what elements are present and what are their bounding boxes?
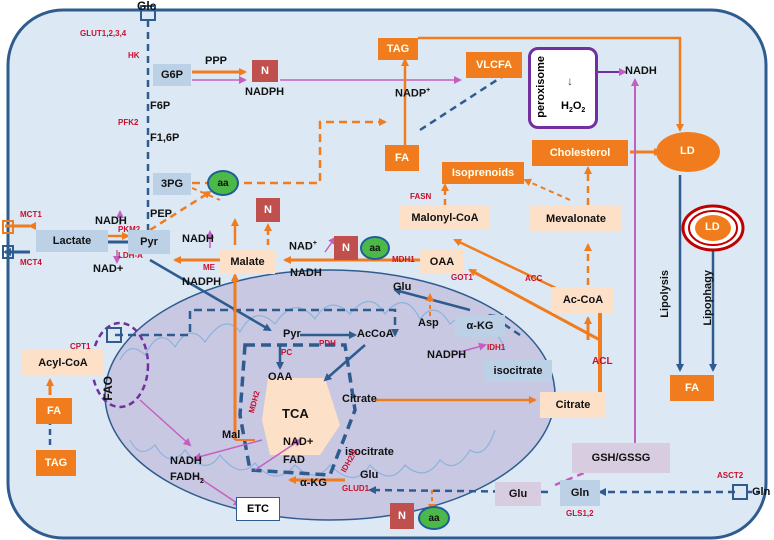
nadh-mito-label: NADH [170,455,202,467]
nadh-mdh1-label: NADH [290,267,322,279]
hk-enzyme: HK [128,51,140,60]
nad-plus-mdh1-label: NAD+ [289,240,317,253]
isocitrate-mito-label: isocitrate [345,446,394,458]
lipolysis-label: Lipolysis [659,270,671,318]
fa-mid-node: FA [385,145,419,171]
fasn-enzyme: FASN [410,192,432,201]
got1-enzyme: GOT1 [451,273,473,282]
vlcfa-node: VLCFA [466,52,522,78]
glut-transporter [140,5,156,21]
n-node-oaa: N [334,236,358,260]
oaa-node: OAA [420,250,464,274]
accoa-cyto-node: Ac-CoA [552,287,614,313]
pyr-mito-label: Pyr [283,328,301,340]
cpt1-transporter [106,327,122,343]
ldha-enzyme: LDH-A [118,251,143,260]
nadh-me-label: NADH [182,233,214,245]
mdh1-enzyme: MDH1 [392,255,415,264]
malate-node: Malate [220,250,275,274]
pep-label: PEP [150,208,173,220]
mct1-enzyme: MCT1 [20,210,42,219]
isocitrate-cyto-node: isocitrate [484,360,552,382]
peroxisome-box: peroxisome ↓ H2O2 [528,47,598,129]
oaa-mito-label: OAA [268,371,293,383]
nadh-top-label: NADH [625,65,657,77]
fa-right-node: FA [670,375,714,401]
nadh-ldh-label: NADH [95,215,127,227]
h2o2-label: H2O2 [561,100,586,115]
aa-node-oaa: aa [360,236,390,260]
akg-cyto-node: α-KG [455,315,505,337]
fa-left-node: FA [36,398,72,424]
asp-label: Asp [418,317,439,329]
nadp-plus-label: NADP+ [395,87,431,100]
n-node: N [252,60,278,82]
aa-node-bottom: aa [418,506,450,530]
gsh-gssg-node: GSH/GSSG [572,443,670,473]
mct4-enzyme: MCT4 [20,258,42,267]
citrate-mito-label: Citrate [342,393,377,405]
nadph-idh1-label: NADPH [427,349,467,361]
pkm2-enzyme: PKM2 [118,226,140,234]
mct-transporter [2,220,14,234]
g6p-node: G6P [153,64,191,86]
f16p-label: F1,6P [150,132,180,144]
akg-mito-label: α-KG [300,477,327,489]
ppp-label: PPP [205,55,228,67]
fao-label: FAO [101,376,115,401]
gln-out-label: Gln [752,486,771,498]
gln-node: Gln [560,480,600,506]
fadh2-label: FADH2 [170,471,204,486]
acyl-coa-node: Acyl-CoA [22,350,104,376]
nad-plus-ldh-label: NAD+ [93,263,124,275]
peroxisome-label: peroxisome [535,56,547,118]
accoa-mito-label: AcCoA [357,328,394,340]
glc-label: Glc [137,0,157,13]
etc-node: ETC [236,497,280,521]
nadph-ppp-label: NADPH [245,86,285,98]
nadph-me-label: NADPH [182,276,222,288]
acl-enzyme: ACL [592,356,613,367]
n-node-bottom: N [390,503,414,529]
pfk2-enzyme: PFK2 [118,118,139,127]
f6p-label: F6P [150,100,171,112]
mal-label: Mal [222,429,241,441]
pyr-node: Pyr [128,230,170,254]
malonyl-coa-node: Malonyl-CoA [400,206,490,230]
idh1-enzyme: IDH1 [487,343,506,352]
me-enzyme: ME [203,263,215,272]
3pg-node: 3PG [153,173,191,195]
cholesterol-node: Cholesterol [532,140,628,166]
ld-droplet [656,132,720,172]
mct4-transporter [2,245,14,259]
fad-label: FAD [283,454,305,466]
tag-top-node: TAG [378,38,418,60]
pc-enzyme: PC [281,348,293,357]
glu-bottom-node: Glu [495,482,541,506]
glu-mito-label: Glu [360,469,379,481]
gls12-enzyme: GLS1,2 [566,509,594,518]
glud1-enzyme: GLUD1 [342,484,370,493]
asct2-enzyme: ASCT2 [717,471,744,480]
cpt1-enzyme: CPT1 [70,342,91,351]
glut-enzyme: GLUT1,2,3,4 [80,29,127,38]
mevalonate-node: Mevalonate [530,206,622,232]
n-node-malate: N [256,198,280,222]
ld-inner-label: LD [705,221,720,233]
aa-node-glycolysis: aa [207,170,239,196]
citrate-cyto-node: Citrate [540,392,606,418]
glu-cyto-label: Glu [393,281,412,293]
lactate-node: Lactate [36,230,108,252]
tca-label: TCA [282,406,309,421]
lipophagy-label: Lipophagy [702,270,714,326]
pdh-enzyme: PDH [319,339,336,348]
ld-label: LD [680,145,695,157]
tag-left-node: TAG [36,450,76,476]
nad-plus-mito-label: NAD+ [283,436,314,448]
down-arrow-icon: ↓ [567,74,573,88]
acc-enzyme: ACC [525,274,543,283]
isoprenoids-node: Isoprenoids [442,162,524,184]
